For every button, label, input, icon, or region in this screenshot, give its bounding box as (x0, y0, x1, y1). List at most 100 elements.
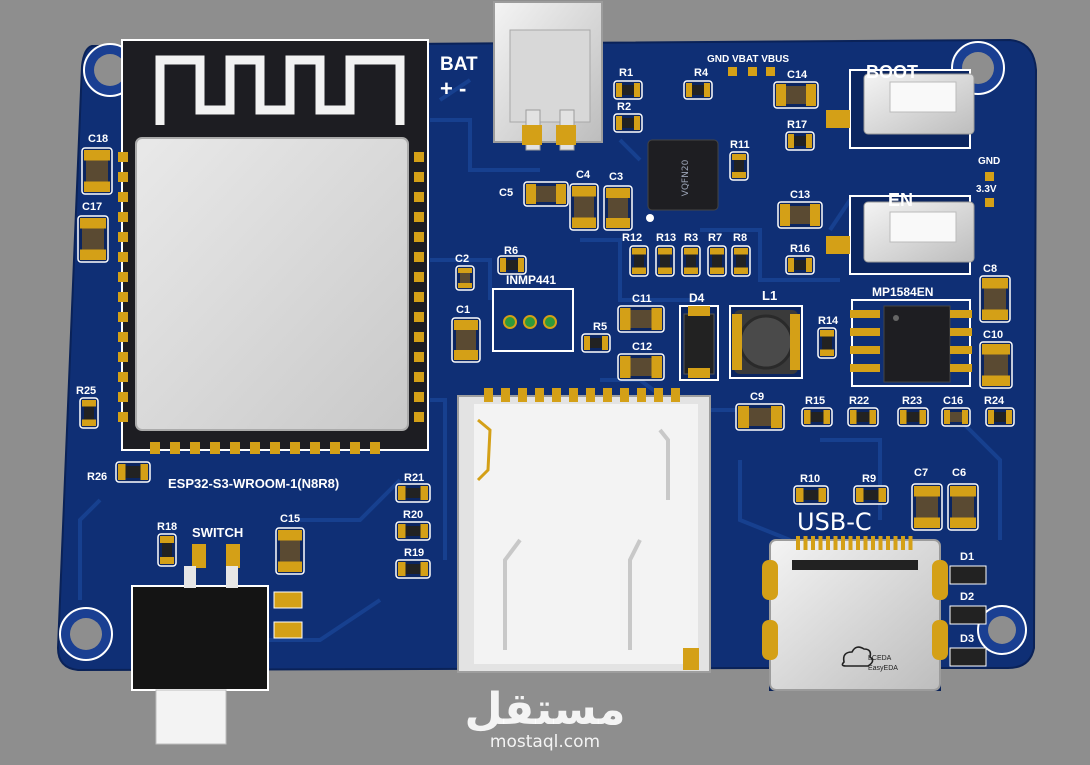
module-pad (118, 312, 128, 322)
designator-r15: R15 (805, 395, 825, 407)
module-pad (414, 232, 424, 242)
module-pad (370, 442, 380, 454)
usb-pad (833, 536, 838, 550)
gnd-test-pad (985, 172, 994, 181)
usb-pad (818, 536, 823, 550)
designator-c18: C18 (88, 133, 108, 145)
module-pad (150, 442, 160, 454)
en-label: EN (888, 190, 913, 210)
d4-label: D4 (689, 291, 705, 305)
footprint-c11 (617, 305, 665, 333)
footprint-c14 (773, 81, 819, 109)
designator-c8: C8 (983, 263, 997, 275)
designator-c1: C1 (456, 304, 470, 316)
designator-r8: R8 (733, 232, 747, 244)
usb-pad (901, 536, 905, 550)
gnd-label: GND (978, 156, 1000, 167)
regulator-ic (850, 299, 972, 387)
footprint-c5 (523, 181, 569, 207)
footprint-c7 (911, 483, 943, 531)
footprint-r26 (115, 461, 151, 483)
designator-r7: R7 (708, 232, 722, 244)
boot-button[interactable] (826, 69, 975, 149)
sd-pad (654, 388, 663, 402)
bat-label: BAT (440, 54, 478, 75)
slide-switch[interactable] (131, 544, 303, 745)
footprint-r23 (897, 407, 929, 427)
designator-r21: R21 (404, 472, 424, 484)
designator-c6: C6 (952, 467, 966, 479)
designator-c15: C15 (280, 513, 300, 525)
usb-pad (878, 536, 883, 550)
boot-label: BOOT (866, 62, 918, 82)
designator-d2: D2 (960, 591, 974, 603)
designator-r16: R16 (790, 243, 810, 255)
regulator-label: MP1584EN (872, 285, 933, 299)
switch-label: SWITCH (192, 525, 243, 540)
designator-r18: R18 (157, 521, 177, 533)
designator-c14: C14 (787, 69, 808, 81)
sd-pad (620, 388, 629, 402)
footprint-c13 (777, 201, 823, 229)
sd-pad (586, 388, 595, 402)
usb-logo-line2: EasyEDA (868, 665, 898, 672)
sd-pad (501, 388, 510, 402)
designator-c9: C9 (750, 391, 764, 403)
designator-d3: D3 (960, 633, 974, 645)
usb-pad (826, 536, 830, 550)
module-pads-bottom (150, 442, 380, 454)
module-pad (230, 442, 240, 454)
charger-ic: VQFN20 (646, 139, 719, 222)
designator-r4: R4 (694, 67, 709, 79)
module-pad (414, 152, 424, 162)
footprint-r4 (683, 80, 713, 100)
diode-d4 (679, 305, 719, 381)
designator-r10: R10 (800, 473, 820, 485)
power-pins-label: GND VBAT VBUS (707, 54, 789, 65)
footprint-c16 (941, 407, 971, 427)
bat-polarity-label: + - (440, 76, 466, 101)
usb-c-connector: LCEDA EasyEDA (762, 536, 948, 691)
designator-r1: R1 (619, 67, 633, 79)
sd-pad (484, 388, 493, 402)
footprint-c12 (617, 353, 665, 381)
footprint-r5 (581, 333, 611, 353)
power-test-pads (728, 67, 775, 76)
module-pad (118, 352, 128, 362)
module-pad (118, 392, 128, 402)
designator-c3: C3 (609, 171, 623, 183)
designator-c12: C12 (632, 341, 652, 353)
inductor-label: L1 (762, 288, 777, 303)
footprint-r25 (79, 397, 99, 429)
charger-ic-marking: VQFN20 (681, 159, 691, 196)
module-pad (414, 212, 424, 222)
designator-r22: R22 (849, 395, 869, 407)
module-pad (170, 442, 180, 454)
module-pad (118, 252, 128, 262)
en-button[interactable] (826, 195, 975, 275)
v33-label: 3.3V (976, 184, 997, 195)
sd-pad (518, 388, 527, 402)
designator-c17: C17 (82, 201, 102, 213)
module-pad (118, 332, 128, 342)
footprint-r17 (785, 131, 815, 151)
footprint-r24 (985, 407, 1015, 427)
designator-r19: R19 (404, 547, 424, 559)
module-pad (118, 212, 128, 222)
mounting-hole-bottom-right (977, 605, 1027, 655)
sd-pad (569, 388, 578, 402)
footprint-r7 (707, 245, 727, 277)
designator-r2: R2 (617, 101, 631, 113)
footprint-r18 (157, 533, 177, 567)
usb-pad (811, 536, 815, 550)
module-pad (414, 392, 424, 402)
footprint-c15 (275, 527, 305, 575)
usb-pad (848, 536, 853, 550)
designator-r11: R11 (730, 139, 750, 151)
usb-pad (863, 536, 868, 550)
footprint-c18 (81, 147, 113, 195)
module-antenna (155, 55, 405, 125)
module-pad (414, 272, 424, 282)
